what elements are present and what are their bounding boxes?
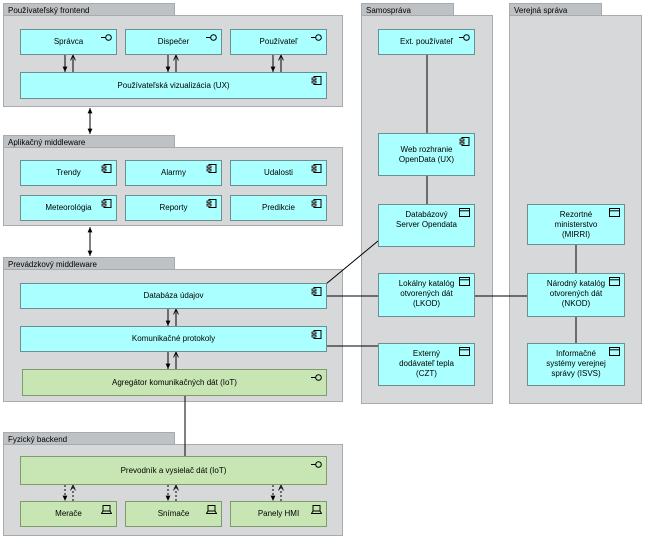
node-lkod[interactable]: Lokálny katalóg otvorených dát (LKOD) (378, 273, 475, 317)
component-reports[interactable]: Reporty (125, 195, 222, 221)
component-icon (311, 330, 322, 339)
meteo-label: Meteorológia (45, 203, 92, 212)
node-icon (459, 277, 470, 286)
component-icon (311, 199, 322, 208)
component-events[interactable]: Udalosti (230, 160, 327, 186)
node-icon (609, 277, 620, 286)
sensors-label: Snímače (157, 509, 190, 518)
interface-icon (101, 34, 112, 41)
nkod-label: Národný katalóg otvorených dát (NKOD) (546, 279, 606, 308)
device-icon (101, 505, 112, 514)
node-nkod[interactable]: Národný katalóg otvorených dát (NKOD) (527, 273, 625, 317)
node-icon (459, 347, 470, 356)
user-label: Používateľ (259, 37, 298, 46)
interface-icon (206, 34, 217, 41)
isvs-label: Informačné systémy verejnej správy (ISVS… (546, 349, 606, 378)
ext-user-label: Ext. používateľ (399, 37, 454, 46)
group-tab-backend: Fyzický backend (3, 432, 175, 444)
node-converter[interactable]: Prevodník a vysielač dát (IoT) (20, 456, 327, 485)
component-trends[interactable]: Trendy (20, 160, 117, 186)
device-hmi[interactable]: Panely HMI (230, 501, 327, 527)
component-icon (311, 287, 322, 296)
component-database[interactable]: Databáza údajov (20, 283, 327, 309)
database-label: Databáza údajov (143, 291, 204, 300)
converter-label: Prevodník a vysielač dát (IoT) (120, 465, 227, 475)
dispatcher-label: Dispečer (157, 37, 190, 46)
component-icon (311, 76, 322, 85)
component-icon (101, 199, 112, 208)
device-icon (206, 505, 217, 514)
component-icon (311, 164, 322, 173)
meters-label: Merače (55, 509, 82, 518)
component-icon (459, 137, 470, 146)
actor-admin[interactable]: Správca (20, 29, 117, 55)
interface-icon (311, 34, 322, 41)
node-db-server[interactable]: Databázový Server Opendata (378, 204, 475, 247)
admin-label: Správca (53, 37, 84, 46)
web-label: Web rozhranie OpenData (UX) (398, 144, 455, 164)
hmi-label: Panely HMI (257, 509, 300, 518)
interface-icon (459, 34, 470, 41)
node-mirri[interactable]: Rezortné ministerstvo (MIRRI) (527, 204, 625, 245)
reports-label: Reporty (159, 203, 188, 212)
node-czt[interactable]: Externý dodávateľ tepla (CZT) (378, 343, 475, 386)
aggregator-label: Agregátor komunikačných dát (IoT) (112, 377, 237, 387)
node-aggregator[interactable]: Agregátor komunikačných dát (IoT) (22, 369, 327, 396)
link-db-dbserver (325, 240, 379, 285)
group-tab-ops-middleware: Prevádzkový middleware (3, 257, 175, 269)
protocols-label: Komunikačné protokoly (131, 334, 216, 343)
device-sensors[interactable]: Snímače (125, 501, 222, 527)
component-protocols[interactable]: Komunikačné protokoly (20, 326, 327, 352)
component-icon (206, 199, 217, 208)
mirri-label: Rezortné ministerstvo (MIRRI) (554, 210, 598, 239)
component-ux[interactable]: Používateľská vizualizácia (UX) (20, 72, 327, 99)
node-icon (459, 208, 470, 217)
predictions-label: Predikcie (262, 203, 295, 212)
component-alarms[interactable]: Alarmy (125, 160, 222, 186)
device-icon (311, 505, 322, 514)
node-icon (609, 208, 620, 217)
alarms-label: Alarmy (161, 168, 186, 177)
group-tab-frontend: Používateľský frontend (3, 3, 175, 15)
events-label: Udalosti (264, 168, 293, 177)
interface-icon (311, 374, 322, 381)
db-server-label: Databázový Server Opendata (396, 210, 457, 229)
group-tab-publicadmin: Verejná správa (509, 3, 602, 15)
node-isvs[interactable]: Informačné systémy verejnej správy (ISVS… (527, 343, 625, 386)
trends-label: Trendy (56, 168, 81, 177)
actor-ext-user[interactable]: Ext. používateľ (378, 29, 475, 55)
component-predictions[interactable]: Predikcie (230, 195, 327, 221)
component-icon (206, 164, 217, 173)
lkod-label: Lokálny katalóg otvorených dát (LKOD) (398, 279, 455, 308)
czt-label: Externý dodávateľ tepla (CZT) (399, 349, 454, 378)
ux-label: Používateľská vizualizácia (UX) (117, 80, 230, 90)
component-web-opendata[interactable]: Web rozhranie OpenData (UX) (378, 133, 475, 176)
node-icon (609, 347, 620, 356)
actor-user[interactable]: Používateľ (230, 29, 327, 55)
group-tab-selfgov: Samospráva (361, 3, 454, 15)
device-meters[interactable]: Merače (20, 501, 117, 527)
component-icon (101, 164, 112, 173)
interface-icon (311, 461, 322, 468)
actor-dispatcher[interactable]: Dispečer (125, 29, 222, 55)
component-meteo[interactable]: Meteorológia (20, 195, 117, 221)
group-tab-app-middleware: Aplikačný middleware (3, 135, 175, 147)
